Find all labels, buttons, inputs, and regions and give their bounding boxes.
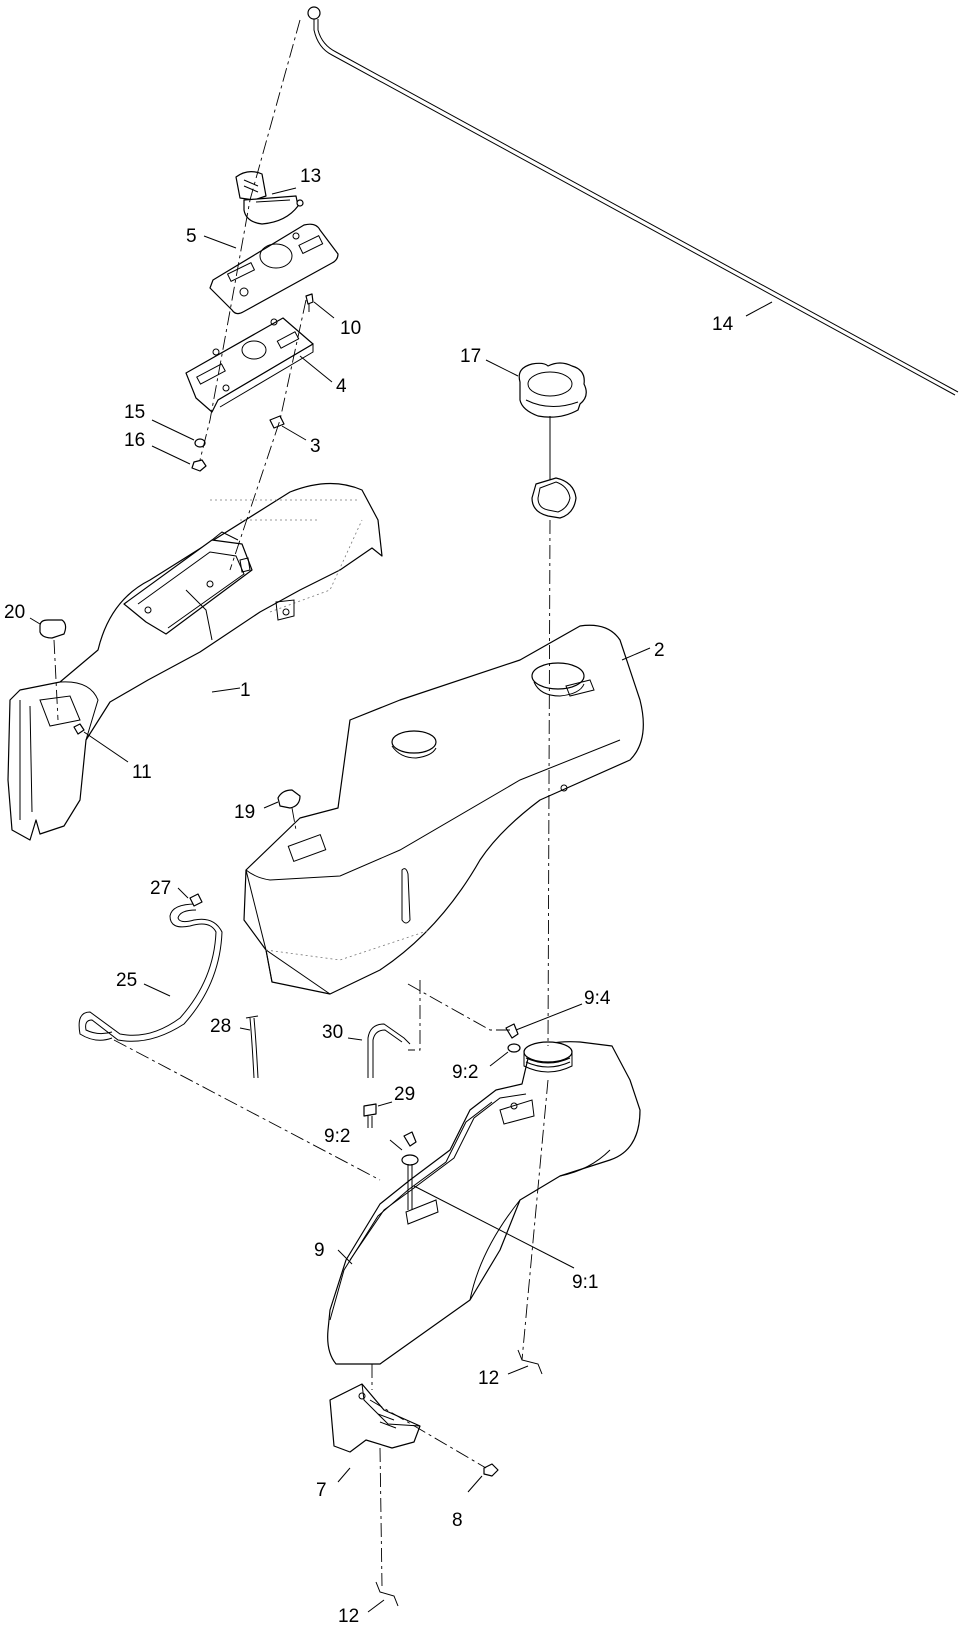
part-9-4-elbow-fitting <box>505 1023 519 1039</box>
part-15-washer <box>194 438 206 448</box>
callout-29: 29 <box>394 1084 415 1105</box>
part-2-right-console <box>243 624 644 995</box>
callout-9-2-lower: 9:2 <box>324 1126 350 1147</box>
part-28-cable-tie <box>245 1015 259 1079</box>
part-16-nut <box>191 459 207 472</box>
part-9-fuel-tank <box>327 1041 641 1365</box>
callout-5: 5 <box>186 226 197 247</box>
part-10-screw <box>305 293 314 312</box>
part-17-fuel-cap <box>518 362 587 519</box>
part-9-2-grommet-lower <box>401 1131 419 1166</box>
callout-8: 8 <box>452 1510 463 1531</box>
part-12-clip-upper <box>517 1349 543 1375</box>
callout-labels: 1 2 3 4 5 7 8 9 9:1 9:2 9:2 9:4 10 11 12… <box>4 166 734 1627</box>
callout-17: 17 <box>460 346 481 367</box>
part-14-cable <box>307 6 959 396</box>
callout-16: 16 <box>124 430 145 451</box>
callout-9-1: 9:1 <box>572 1272 598 1293</box>
part-30-fuel-line <box>367 1023 411 1078</box>
callout-3: 3 <box>310 436 321 457</box>
callout-9-2-upper: 9:2 <box>452 1062 478 1083</box>
callout-4: 4 <box>336 376 347 397</box>
callout-7: 7 <box>316 1480 327 1501</box>
part-7-bracket <box>329 1383 421 1453</box>
callout-14: 14 <box>712 314 734 335</box>
part-27-clamp <box>189 893 203 907</box>
callout-10: 10 <box>340 318 361 339</box>
callout-28: 28 <box>210 1016 231 1037</box>
callout-11: 11 <box>132 762 152 783</box>
callout-2: 2 <box>654 640 665 661</box>
leader-lines <box>29 187 773 1613</box>
callout-9-4: 9:4 <box>584 988 611 1009</box>
callout-30: 30 <box>322 1022 343 1043</box>
part-5-panel-plate <box>209 223 339 315</box>
part-19-plug <box>277 789 301 809</box>
callout-20: 20 <box>4 602 25 623</box>
part-12-clip-lower <box>375 1581 399 1607</box>
part-4-bracket <box>185 317 314 413</box>
callout-13: 13 <box>300 166 321 187</box>
part-11-nut <box>73 723 85 735</box>
part-25-hose <box>78 903 223 1042</box>
callout-12-upper: 12 <box>478 1368 499 1389</box>
part-3-clip-nut <box>269 415 285 429</box>
part-9-1-pickup-tube <box>407 1164 413 1210</box>
callout-15: 15 <box>124 402 145 423</box>
part-20-plug <box>39 619 67 639</box>
part-8-bolt <box>483 1463 499 1477</box>
part-9-2-grommet-upper <box>507 1043 521 1053</box>
callout-19: 19 <box>234 802 255 823</box>
part-13-control-lever <box>235 171 304 225</box>
part-29-fitting <box>363 1103 377 1128</box>
callout-12-lower: 12 <box>338 1606 359 1627</box>
assembly-centerlines <box>53 19 551 1587</box>
part-1-left-console <box>7 482 383 841</box>
callout-25: 25 <box>116 970 137 991</box>
callout-1: 1 <box>240 680 251 701</box>
callout-27: 27 <box>150 878 171 899</box>
callout-9: 9 <box>314 1240 325 1261</box>
